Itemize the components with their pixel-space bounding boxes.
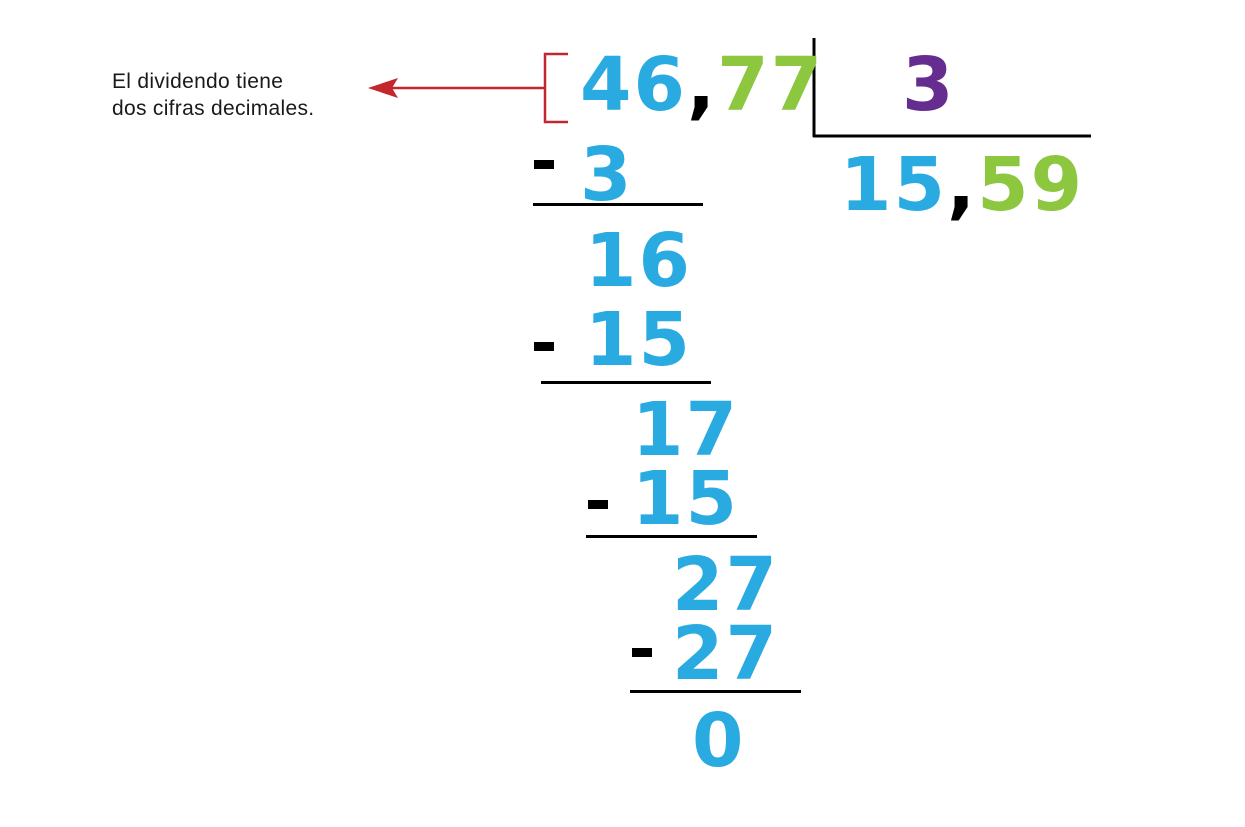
step-1-remainder: 16 xyxy=(585,218,692,304)
quotient: 15,59 xyxy=(840,148,1084,222)
step-1-rule xyxy=(533,203,703,206)
step-3-subtrahend: 15 xyxy=(632,456,739,542)
final-remainder: 0 xyxy=(692,698,746,784)
dividend-decimal: 77 xyxy=(717,42,825,128)
minus-sign xyxy=(588,500,608,509)
quotient-integer: 15 xyxy=(840,142,947,228)
annotation-line-1: El dividendo tiene xyxy=(112,70,284,93)
annotation-note: El dividendo tiene dos cifras decimales. xyxy=(112,68,314,122)
dividend-integer: 46 xyxy=(580,42,687,128)
minus-sign xyxy=(632,648,652,657)
quotient-decimal: 59 xyxy=(977,142,1085,228)
dividend-separator: , xyxy=(686,42,718,128)
step-4-subtrahend: 27 xyxy=(672,611,779,697)
quotient-separator: , xyxy=(946,142,978,228)
minus-sign xyxy=(534,342,554,351)
step-1-subtrahend: 3 xyxy=(580,132,634,218)
annotation-line-2: dos cifras decimales. xyxy=(112,97,315,120)
minus-sign xyxy=(534,160,554,169)
arrow-icon xyxy=(368,78,545,98)
divisor: 3 xyxy=(902,42,956,128)
step-3-rule xyxy=(586,535,757,538)
step-2-remainder: 17 xyxy=(632,387,739,473)
step-4-rule xyxy=(630,690,801,693)
bracket-icon xyxy=(543,52,568,124)
step-3-remainder: 27 xyxy=(672,542,779,628)
step-2-subtrahend: 15 xyxy=(585,297,692,383)
dividend: 46,77 xyxy=(580,48,824,122)
step-2-rule xyxy=(541,381,711,384)
